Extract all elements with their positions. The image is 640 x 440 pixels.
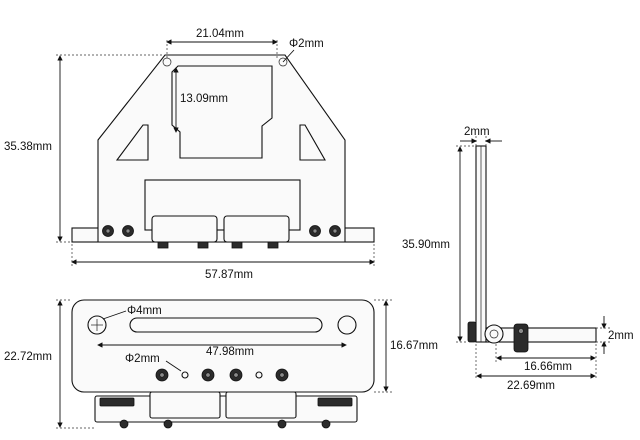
plan-slot xyxy=(129,317,323,333)
front-triangle-right xyxy=(299,124,326,161)
side-height-label: 35.90mm xyxy=(402,239,450,251)
plan-slot-label: 47.98mm xyxy=(206,346,254,358)
plan-hole-label: Φ4mm xyxy=(127,305,162,317)
side-inner-label: 16.66mm xyxy=(524,361,572,373)
side-view: 2mm 35.90mm 2mm 16.66mm 22.69mm xyxy=(402,126,634,392)
side-top-label: 2mm xyxy=(464,126,490,138)
side-right-label: 2mm xyxy=(608,330,634,342)
plan-view: Φ4mm 47.98mm Φ2mm 16.67mm 22.72mm xyxy=(4,299,438,429)
front-window-height-label: 13.09mm xyxy=(180,93,228,105)
front-triangle-left xyxy=(115,124,149,161)
plan-saddle-screws xyxy=(155,368,289,382)
front-window xyxy=(171,65,273,159)
plan-total-height-label: 22.72mm xyxy=(4,351,52,363)
front-view: 21.04mm Φ2mm 13.09mm 35.38mm 57.87mm xyxy=(4,28,375,281)
plan-inner-height-label: 16.67mm xyxy=(390,340,438,352)
plan-small-hole-label: Φ2mm xyxy=(125,353,160,365)
front-width-label: 57.87mm xyxy=(205,269,253,281)
side-saddle-roller xyxy=(484,324,504,344)
front-height-label: 35.38mm xyxy=(4,141,52,153)
front-mount-screws xyxy=(102,225,341,237)
front-top-hole-right xyxy=(278,57,288,67)
front-saddle-screws xyxy=(157,241,279,249)
front-hole-label: Φ2mm xyxy=(289,38,324,50)
side-total-label: 22.69mm xyxy=(507,380,555,392)
front-saddle-left xyxy=(151,215,218,243)
side-screw xyxy=(467,321,477,343)
plan-hole-right xyxy=(337,315,357,335)
front-top-width-label: 21.04mm xyxy=(196,28,244,40)
front-saddle-right xyxy=(223,215,290,243)
side-adjuster-screw xyxy=(513,323,529,353)
